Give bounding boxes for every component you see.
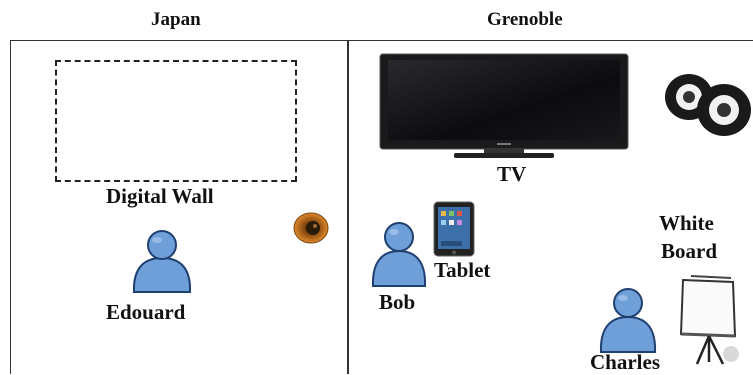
room-title-grenoble: Grenoble	[487, 9, 563, 30]
bob-label: Bob	[379, 290, 416, 314]
tv-icon	[379, 53, 629, 158]
digital-wall-area	[55, 60, 297, 182]
person-icon-edouard	[132, 230, 192, 293]
white-board-label-line1: White	[659, 211, 714, 235]
digital-wall-label: Digital Wall	[106, 184, 214, 208]
tv-label: TV	[497, 162, 527, 186]
speaker-icon	[293, 212, 329, 244]
speakers-icon	[665, 74, 751, 136]
charles-label: Charles	[590, 350, 660, 374]
room-divider	[347, 40, 349, 374]
person-icon-charles	[599, 288, 657, 353]
room-title-japan: Japan	[151, 9, 201, 30]
tablet-label: Tablet	[434, 258, 491, 282]
rooms-frame	[10, 40, 753, 374]
white-board-label-line2: Board	[661, 239, 718, 263]
person-icon-bob	[371, 222, 427, 287]
tablet-icon	[433, 201, 475, 257]
whiteboard-icon	[679, 275, 739, 365]
edouard-label: Edouard	[106, 300, 186, 324]
